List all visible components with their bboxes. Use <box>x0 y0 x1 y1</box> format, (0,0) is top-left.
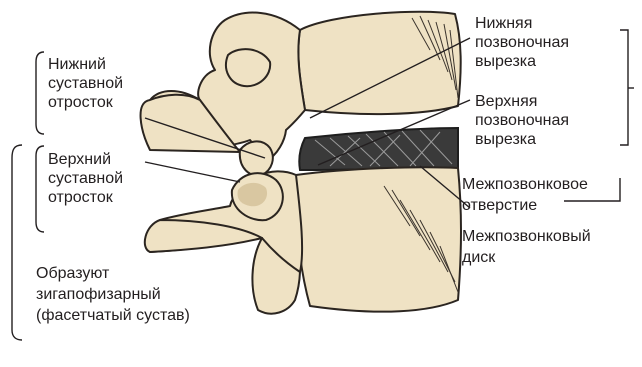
label-line: позвоночная <box>475 33 569 52</box>
label-line: суставной <box>48 74 123 93</box>
label-line: вырезка <box>475 130 569 149</box>
upper-vertebral-body <box>298 12 460 114</box>
leader-superior-articular <box>145 162 240 182</box>
label-inferior-vertebral-notch: Нижняя позвоночная вырезка <box>475 14 569 71</box>
label-line: Межпозвонковое <box>462 174 588 195</box>
label-line: диск <box>462 247 591 268</box>
inferior-articular-process-shape <box>240 141 273 175</box>
bracket-inferior-process <box>36 52 44 134</box>
label-zygapophyseal-joint: Образуют зигапофизарный (фасетчатый суст… <box>36 263 190 326</box>
label-line: отросток <box>48 93 123 112</box>
label-superior-vertebral-notch: Верхняя позвоночная вырезка <box>475 92 569 149</box>
label-line: Верхний <box>48 150 123 169</box>
upper-transverse-process <box>226 49 270 86</box>
label-line: отверстие <box>462 195 588 216</box>
label-line: Межпозвонковый <box>462 226 591 247</box>
intervertebral-disc-shape <box>299 128 458 170</box>
label-line: Образуют <box>36 263 190 284</box>
bracket-notches <box>620 30 628 145</box>
label-line: Нижняя <box>475 14 569 33</box>
bracket-superior-process <box>36 146 44 232</box>
label-line: позвоночная <box>475 111 569 130</box>
lower-vertebral-body <box>296 167 461 311</box>
label-inferior-articular-process: Нижний суставной отросток <box>48 55 123 112</box>
label-line: отросток <box>48 188 123 207</box>
label-line: вырезка <box>475 52 569 71</box>
label-line: (фасетчатый сустав) <box>36 305 190 326</box>
label-line: суставной <box>48 169 123 188</box>
label-superior-articular-process: Верхний суставной отросток <box>48 150 123 207</box>
label-intervertebral-foramen: Межпозвонковое отверстие <box>462 174 588 216</box>
label-line: Нижний <box>48 55 123 74</box>
label-intervertebral-disc: Межпозвонковый диск <box>462 226 591 268</box>
bracket-zygapophyseal <box>12 145 22 340</box>
label-line: Верхняя <box>475 92 569 111</box>
label-line: зигапофизарный <box>36 284 190 305</box>
